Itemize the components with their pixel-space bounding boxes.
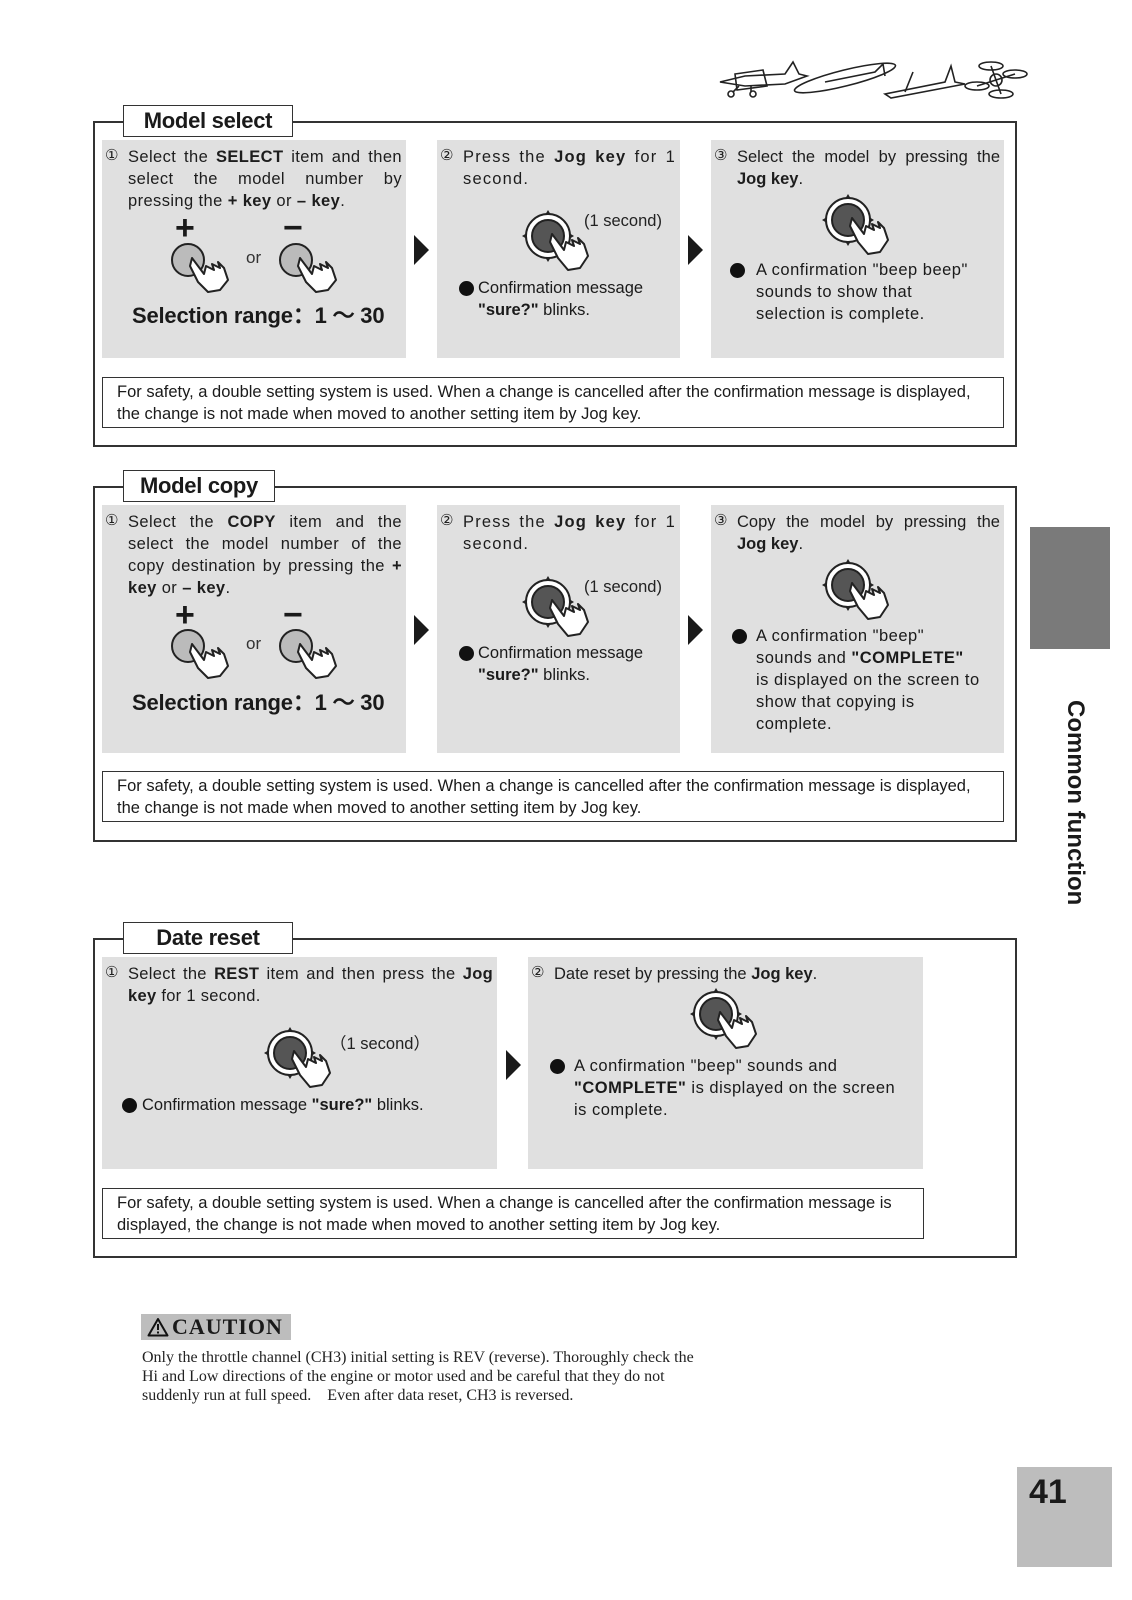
selection-range: Selection range：1 ～ 30 bbox=[132, 690, 385, 715]
step-number: ① bbox=[105, 147, 119, 164]
step-number: ① bbox=[105, 964, 119, 981]
or-label: or bbox=[246, 248, 262, 267]
section-title: Model select bbox=[123, 105, 293, 137]
step-number: ③ bbox=[714, 147, 728, 164]
jog-key-press-icon bbox=[822, 559, 889, 620]
section-title: Model copy bbox=[123, 470, 275, 502]
step-text: Copy the model by pressing the Jog key. bbox=[737, 513, 1000, 553]
jog-key-press-icon bbox=[522, 210, 589, 271]
step-number: ① bbox=[105, 512, 119, 529]
plus-key-label: + bbox=[175, 209, 195, 247]
bullet-icon bbox=[730, 263, 745, 278]
step-text: Select the SELECT item and then select t… bbox=[128, 148, 402, 210]
jog-key-press-icon bbox=[522, 576, 589, 637]
one-second-label: （1 second） bbox=[330, 1035, 430, 1053]
caution-text: Only the throttle channel (CH3) initial … bbox=[142, 1349, 694, 1404]
one-second-label: (1 second) bbox=[584, 578, 662, 596]
step-number: ② bbox=[440, 147, 454, 164]
safety-note: For safety, a double setting system is u… bbox=[102, 377, 1004, 428]
step-arrow-icon bbox=[688, 615, 703, 645]
rc-aircraft-illustration-icon bbox=[719, 60, 1028, 99]
model-copy-section: Model copy bbox=[93, 470, 1017, 842]
section-title: Date reset bbox=[123, 922, 293, 954]
step-arrow-icon bbox=[414, 615, 429, 645]
model-copy-step-3: ③ Copy the model by pressing the Jog key… bbox=[711, 505, 1004, 753]
step-text: Select the model by pressing the Jog key… bbox=[737, 148, 1000, 188]
model-select-step-3: ③ Select the model by pressing the Jog k… bbox=[711, 140, 1004, 358]
minus-key-label: − bbox=[283, 209, 303, 247]
step-text: Date reset by pressing the Jog key. bbox=[554, 965, 818, 983]
model-copy-step-1: ① Select the COPY item and the select th… bbox=[102, 505, 406, 753]
step-number: ③ bbox=[714, 512, 728, 529]
or-label: or bbox=[246, 634, 262, 653]
step-arrow-icon bbox=[506, 1050, 521, 1080]
safety-note: For safety, a double setting system is u… bbox=[102, 1188, 924, 1239]
step-number: ② bbox=[440, 512, 454, 529]
page-number: 41 bbox=[1017, 1467, 1112, 1567]
bullet-icon bbox=[550, 1059, 565, 1074]
model-select-step-1: ① Select the SELECT item and then select… bbox=[102, 140, 406, 358]
date-reset-step-2: ② Date reset by pressing the Jog key. bbox=[528, 957, 923, 1169]
step-text: Press the Jog key for 1 second. bbox=[463, 513, 676, 553]
step-text: Select the COPY item and the select the … bbox=[128, 513, 402, 597]
minus-key-label: − bbox=[283, 596, 303, 634]
plus-key-press-icon bbox=[171, 243, 229, 293]
bullet-icon bbox=[459, 646, 474, 661]
bullet-icon bbox=[122, 1098, 137, 1113]
selection-range: Selection range：1 ～ 30 bbox=[132, 303, 385, 328]
model-select-section: Model select bbox=[93, 105, 1017, 447]
side-tab-label: Common function bbox=[1062, 700, 1089, 906]
step-text: Select the REST item and then press the … bbox=[128, 965, 493, 1005]
jog-key-press-icon bbox=[822, 194, 889, 255]
warning-icon bbox=[147, 1318, 169, 1337]
plus-key-label: + bbox=[175, 596, 195, 634]
step-text: Press the Jog key for 1 second. bbox=[463, 148, 676, 188]
caution-badge: CAUTION bbox=[141, 1314, 291, 1340]
date-reset-section: Date reset bbox=[93, 922, 1017, 1258]
jog-key-press-icon bbox=[264, 1027, 331, 1088]
safety-note: For safety, a double setting system is u… bbox=[102, 771, 1004, 822]
one-second-label: (1 second) bbox=[584, 212, 662, 230]
jog-key-press-icon bbox=[690, 988, 757, 1049]
bullet-icon bbox=[732, 629, 747, 644]
bullet-icon bbox=[459, 281, 474, 296]
minus-key-press-icon bbox=[279, 629, 337, 679]
step-number: ② bbox=[531, 964, 545, 981]
step-arrow-icon bbox=[688, 235, 703, 265]
step-arrow-icon bbox=[414, 235, 429, 265]
caution-label: CAUTION bbox=[172, 1314, 283, 1339]
plus-key-press-icon bbox=[171, 629, 229, 679]
minus-key-press-icon bbox=[279, 243, 337, 293]
model-copy-step-2: ② Press the Jog key for 1 second. bbox=[437, 505, 680, 753]
side-tab-marker bbox=[1030, 527, 1110, 649]
